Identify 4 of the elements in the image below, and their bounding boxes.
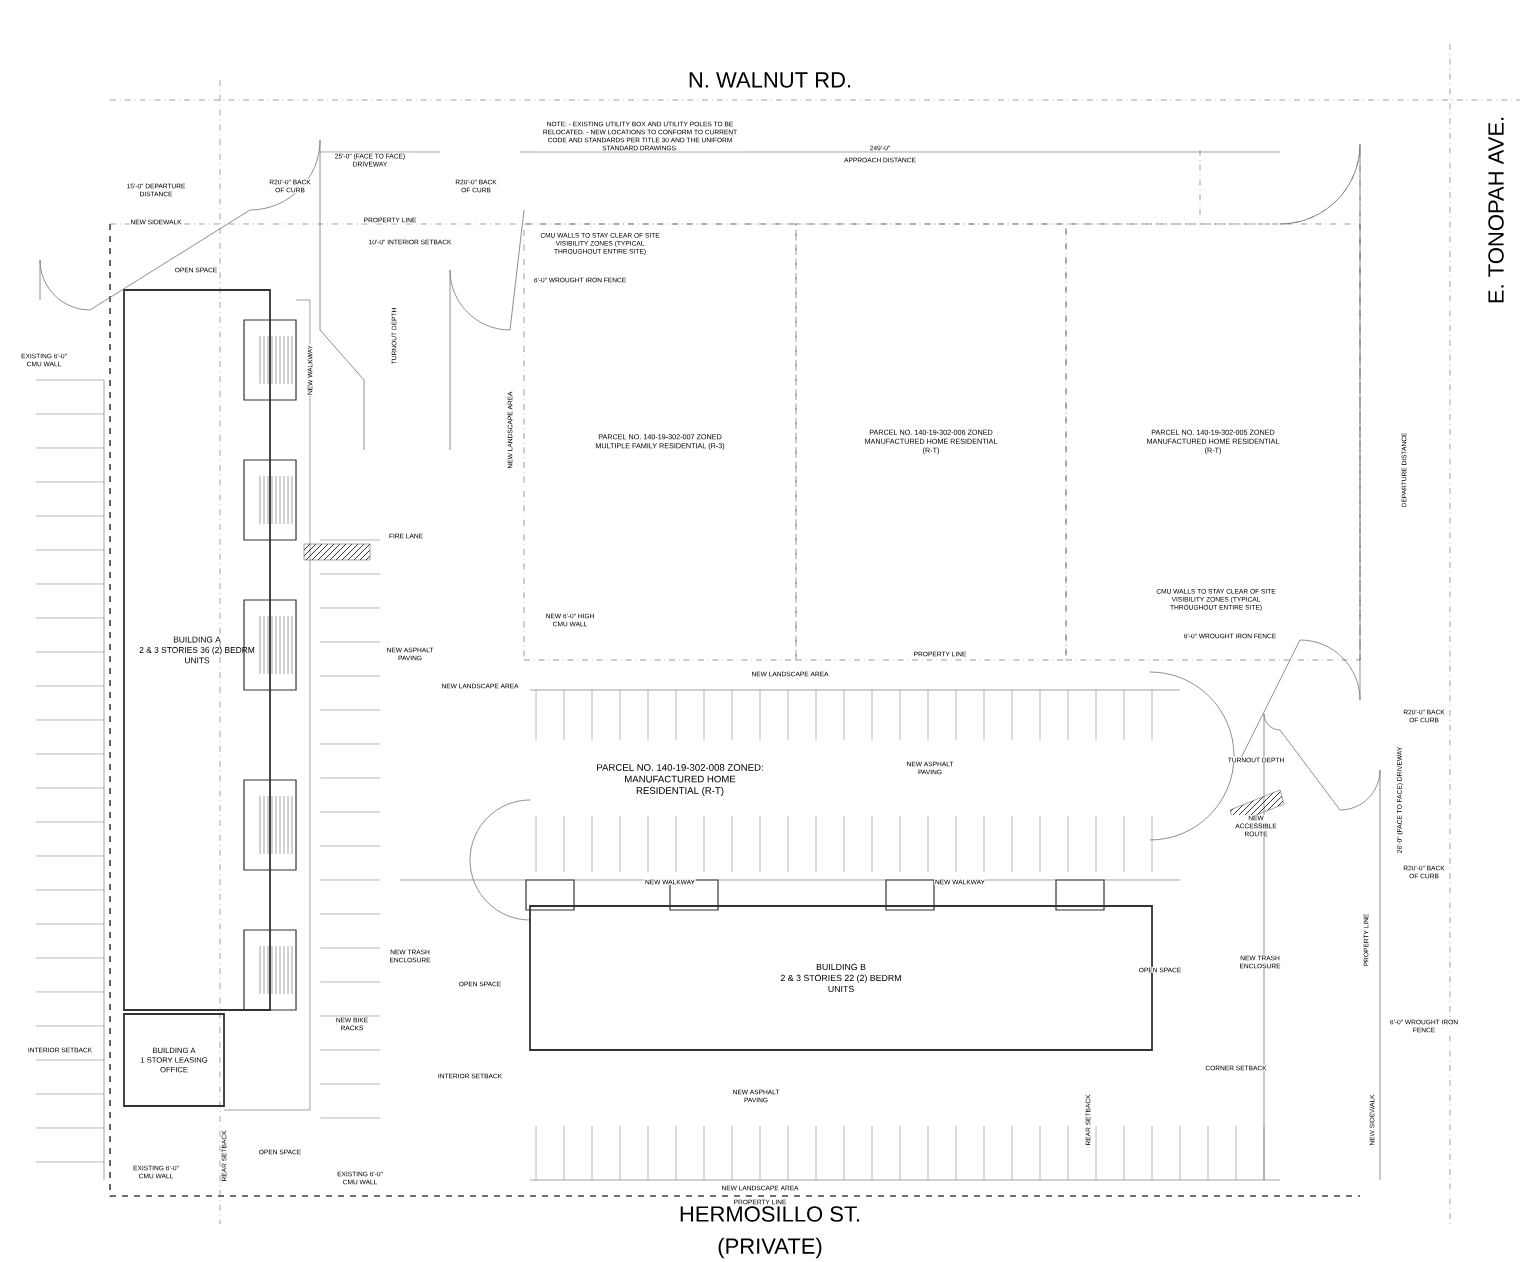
street-name: HERMOSILLO ST.: [678, 1205, 862, 1223]
street-name: N. WALNUT RD.: [687, 71, 853, 89]
street-name: E. TONOPAH AVE.: [1487, 115, 1505, 305]
street-name: (PRIVATE): [716, 1236, 824, 1260]
